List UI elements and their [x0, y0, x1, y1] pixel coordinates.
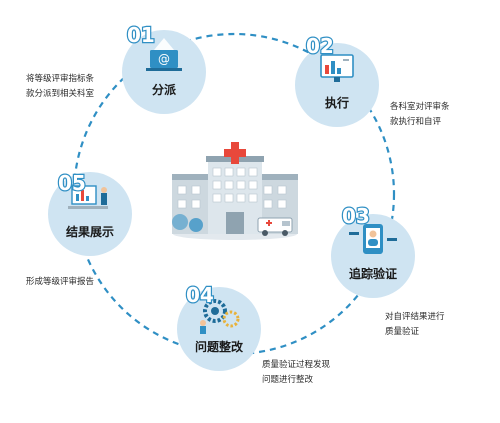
step-number: 02	[306, 34, 334, 58]
monitor-chart-icon	[320, 54, 354, 82]
step-node-03: 03 追踪验证	[331, 203, 415, 298]
step-number: 01	[127, 23, 155, 47]
step-number: 04	[186, 283, 214, 307]
step-node-04: 04 问题整改	[177, 282, 261, 371]
step-title: 追踪验证	[349, 266, 397, 281]
email-laptop-icon: @	[146, 38, 182, 71]
step-04-description: 质量验证过程发现 问题进行整改	[262, 360, 331, 385]
step-01-description: 将等级评审指标条 款分派到相关科室	[26, 74, 95, 99]
medical-cross-icon	[224, 149, 246, 157]
step-number: 05	[58, 171, 86, 195]
step-number: 03	[342, 204, 370, 228]
step-node-05: 05 结果展示	[48, 170, 132, 256]
step-05-description: 形成等级评审报告	[26, 277, 95, 287]
step-node-circle	[48, 172, 132, 256]
step-node-01: @01 分派	[122, 22, 206, 114]
step-title: 分派	[152, 82, 177, 97]
step-title: 执行	[325, 95, 349, 110]
ambulance-icon	[257, 217, 293, 236]
hospital-icon	[172, 142, 298, 240]
step-title: 结果展示	[66, 224, 114, 239]
dashed-cycle-ring	[72, 32, 396, 356]
step-02-description: 各科室对评审条 款执行和自评	[390, 102, 450, 127]
report-board-icon	[68, 185, 108, 209]
step-node-circle	[122, 30, 206, 114]
step-node-circle	[295, 43, 379, 127]
phone-profile-icon	[349, 224, 397, 254]
step-node-circle	[177, 287, 261, 371]
step-03-description: 对自评结果进行 质量验证	[385, 312, 445, 337]
gears-team-icon	[200, 299, 240, 334]
step-title: 问题整改	[195, 339, 244, 354]
step-node-02: 02 执行	[295, 33, 379, 127]
svg-text:@: @	[158, 52, 170, 66]
